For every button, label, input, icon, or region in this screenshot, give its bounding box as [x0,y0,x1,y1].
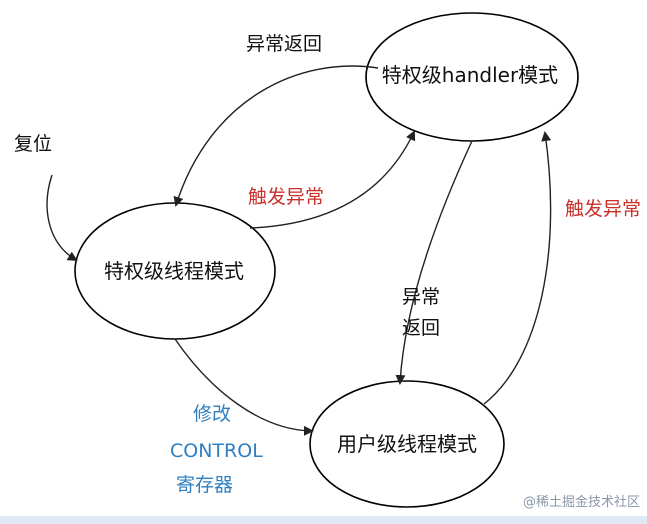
edge-reset-label: 复位 [14,133,52,155]
node-user-thread-mode: 用户级线程模式 [309,380,505,508]
edge-handler-to-user-label-line1: 异常 [402,286,440,308]
edge-privileged-to-user-label-line2: CONTROL [170,440,263,462]
edge-handler-to-privileged-arrow [173,65,379,207]
edge-user-to-handler-arrow [483,131,552,405]
edge-privileged-to-handler-arrow [249,130,416,229]
node-user-thread-mode-ellipse [309,380,505,508]
edge-privileged-to-user-label-line3: 寄存器 [176,474,233,496]
node-privileged-thread-mode: 特权级线程模式 [74,202,276,340]
edge-user-to-handler-label: 触发异常 [565,198,641,220]
edge-handler-to-user-label-line2: 返回 [402,317,440,339]
node-user-thread-mode-label: 用户级线程模式 [337,432,477,456]
edge-privileged-to-user-label-line1: 修改 [193,403,231,425]
edge-privileged-to-handler-label: 触发异常 [248,186,324,208]
edge-handler-to-privileged-label: 异常返回 [246,33,322,55]
edge-privileged-to-user-arrow [174,338,314,436]
edge-handler-to-user-arrow [395,140,473,385]
node-handler-mode: 特权级handler模式 [365,12,579,142]
bottom-edge-rule [0,516,647,524]
watermark-text: @稀土掘金技术社区 [523,494,640,510]
edge-reset-arrow [46,174,78,262]
node-privileged-thread-mode-label: 特权级线程模式 [104,259,244,283]
node-handler-mode-label: 特权级handler模式 [382,63,558,87]
